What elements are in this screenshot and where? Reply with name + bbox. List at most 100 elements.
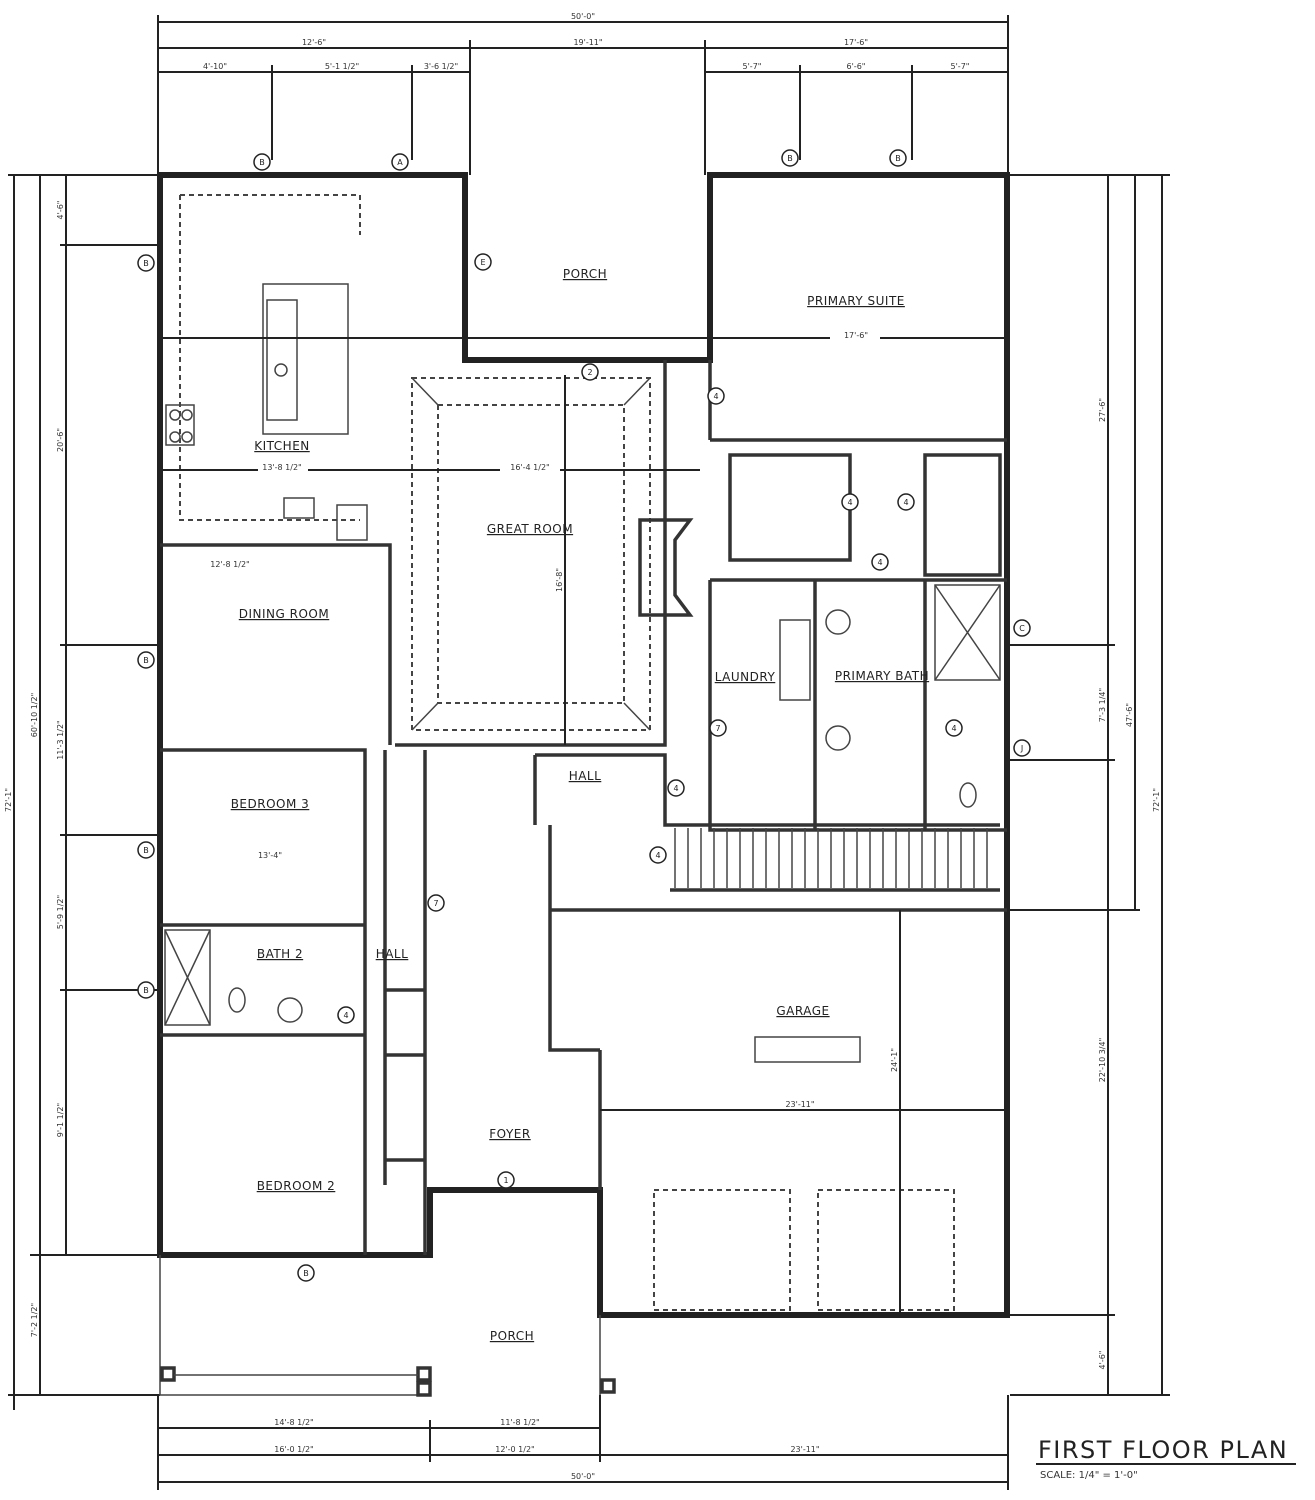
left-dimensions: 72'-1" 60'-10 1/2" 7'-2 1/2" 4'-6" 20'-6… <box>4 174 160 1410</box>
window-tag: B <box>143 259 149 268</box>
window-tag: B <box>303 1269 309 1278</box>
window-tag-circle <box>137 651 155 669</box>
window-tag-circle <box>391 153 409 171</box>
door-tag: 4 <box>343 1011 348 1020</box>
drawing-scale: SCALE: 1/4" = 1'-0" <box>1040 1470 1138 1481</box>
right-dimensions: 72'-1" 47'-6" 27'-6" 7'-3 1/4" 22'-10 3/… <box>1010 174 1170 1396</box>
room-label-laundry: LAUNDRY <box>715 670 776 684</box>
bottom-dimensions: 50'-0" 14'-8 1/2" 11'-8 1/2" 16'-0 1/2" … <box>157 1395 1009 1490</box>
dim-top: 5'-1 1/2" <box>325 62 359 71</box>
window-tag: B <box>787 154 793 163</box>
exterior-walls <box>157 172 1010 1397</box>
door-tag-circle <box>337 1006 355 1024</box>
door-tag: 4 <box>877 558 882 567</box>
door-tag: 4 <box>673 784 678 793</box>
dim-left-overall: 72'-1" <box>4 788 13 812</box>
top-dimensions: 50'-0" 12'-6" 19'-11" 17'-6" 4'-10" 5'-1… <box>157 12 1009 175</box>
dim-left: 5'-9 1/2" <box>56 895 65 929</box>
room-label-primary-bath: PRIMARY BATH <box>835 669 929 683</box>
stairs <box>674 828 988 888</box>
door-tag: 7 <box>433 899 438 908</box>
dim-right: 7'-3 1/4" <box>1098 688 1107 722</box>
drawing-title: FIRST FLOOR PLAN <box>1038 1436 1288 1464</box>
door-tag: 1 <box>503 1176 508 1185</box>
door-tag: 4 <box>655 851 660 860</box>
door-tag: 4 <box>713 392 718 401</box>
window-tags: B A B B B B B B C J E B <box>137 149 1031 1282</box>
room-label-bedroom-3: BEDROOM 3 <box>231 797 310 811</box>
door-tag: 2 <box>587 368 592 377</box>
window-tag: B <box>143 846 149 855</box>
dim-dining: 12'-8 1/2" <box>210 560 249 569</box>
dim-top: 6'-6" <box>847 62 866 71</box>
dim-primary-suite: 17'-6" <box>844 331 868 340</box>
dim-great-room-width: 16'-4 1/2" <box>510 463 549 472</box>
title-block: FIRST FLOOR PLAN SCALE: 1/4" = 1'-0" <box>1036 1436 1296 1481</box>
dim-top-overall: 50'-0" <box>571 12 595 21</box>
dim-bottom: 11'-8 1/2" <box>500 1418 539 1427</box>
dim-bottom: 16'-0 1/2" <box>274 1445 313 1454</box>
dim-right: 22'-10 3/4" <box>1098 1038 1107 1083</box>
dim-top: 5'-7" <box>743 62 762 71</box>
door-tag-circle <box>581 363 599 381</box>
room-label-dining-room: DINING ROOM <box>239 607 329 621</box>
door-tag-circle <box>841 493 859 511</box>
dim-left: 11'-3 1/2" <box>56 720 65 759</box>
window-tag-circle <box>297 1264 315 1282</box>
window-tag: A <box>397 158 403 167</box>
window-tag-circle <box>1013 619 1031 637</box>
door-tag-circle <box>709 719 727 737</box>
dim-top: 19'-11" <box>573 38 602 47</box>
room-label-hall-lower: HALL <box>376 947 409 961</box>
interior-dimensions: 13'-8 1/2" 16'-4 1/2" 16'-8" 17'-6" 23'-… <box>210 330 899 1109</box>
dim-bottom: 23'-11" <box>790 1445 819 1454</box>
door-tag-circle <box>667 779 685 797</box>
window-tag-circle <box>137 254 155 272</box>
door-tag-circle <box>427 894 445 912</box>
garage-doors <box>600 910 1007 1315</box>
room-label-hall-upper: HALL <box>569 769 602 783</box>
dim-garage-depth: 24'-1" <box>890 1048 899 1072</box>
window-tag: C <box>1019 624 1025 633</box>
dim-great-room-depth: 16'-8" <box>555 568 564 592</box>
dim-right-overall: 72'-1" <box>1152 788 1161 812</box>
door-tag: 7 <box>715 724 720 733</box>
kitchen-fixtures <box>165 194 368 541</box>
window-tag: E <box>480 258 485 267</box>
door-tag-circle <box>707 387 725 405</box>
door-tag-circle <box>871 553 889 571</box>
door-tag: 4 <box>847 498 852 507</box>
door-tag: 4 <box>951 724 956 733</box>
room-label-primary-suite: PRIMARY SUITE <box>807 294 905 308</box>
dim-left: 9'-1 1/2" <box>56 1103 65 1137</box>
door-tag-circle <box>945 719 963 737</box>
dim-top: 4'-10" <box>203 62 227 71</box>
dim-bedroom-3: 13'-4" <box>258 851 282 860</box>
dim-right: 47'-6" <box>1125 703 1134 727</box>
dim-left: 60'-10 1/2" <box>30 693 39 738</box>
dim-left: 20'-6" <box>56 428 65 452</box>
window-tag: B <box>895 154 901 163</box>
dim-bottom: 14'-8 1/2" <box>274 1418 313 1427</box>
room-label-garage: GARAGE <box>776 1004 829 1018</box>
dim-bottom: 12'-0 1/2" <box>495 1445 534 1454</box>
room-label-bath-2: BATH 2 <box>257 947 303 961</box>
dim-bottom-overall: 50'-0" <box>571 1472 595 1481</box>
window-tag: B <box>143 656 149 665</box>
dim-right: 4'-6" <box>1098 1351 1107 1370</box>
window-tag-circle <box>137 841 155 859</box>
dim-left: 4'-6" <box>56 201 65 220</box>
room-label-porch-rear: PORCH <box>563 267 607 281</box>
door-tag-circle <box>649 846 667 864</box>
dim-top: 12'-6" <box>302 38 326 47</box>
window-tag: B <box>259 158 265 167</box>
dim-kitchen: 13'-8 1/2" <box>262 463 301 472</box>
window-tag: J <box>1020 744 1023 753</box>
bath-fixtures <box>164 584 1001 1026</box>
window-tag-circle <box>1013 739 1031 757</box>
window-tag: B <box>143 986 149 995</box>
window-tag-circle <box>137 981 155 999</box>
window-tag-circle <box>781 149 799 167</box>
